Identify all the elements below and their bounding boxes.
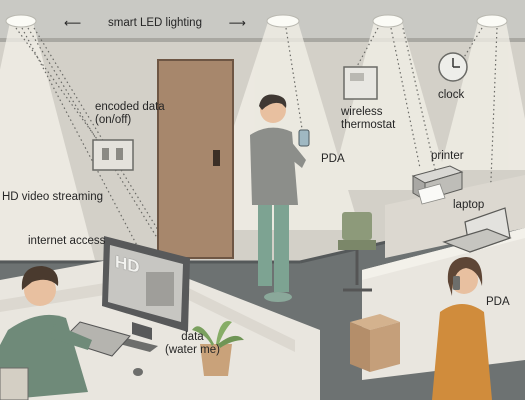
label-printer: printer bbox=[431, 150, 464, 162]
ceiling bbox=[0, 0, 525, 42]
box-front bbox=[370, 322, 400, 372]
standing-person-leg-right bbox=[274, 200, 289, 292]
video-frame bbox=[146, 272, 174, 306]
standing-person-arm bbox=[286, 140, 306, 168]
label-encoded-data: encoded data (on/off) bbox=[95, 101, 165, 127]
light-switch bbox=[92, 139, 134, 171]
printer bbox=[411, 165, 464, 205]
seated-woman bbox=[432, 257, 492, 400]
light-beam-3 bbox=[330, 22, 450, 190]
signal-line-video bbox=[21, 27, 151, 271]
label-internet-access: internet access bbox=[28, 235, 106, 247]
plant-leaf-3 bbox=[218, 335, 244, 348]
signal-line-clock bbox=[457, 27, 483, 68]
label-pda-standing: PDA bbox=[321, 153, 345, 165]
computer-monitor bbox=[102, 236, 190, 352]
switch-toggle-1 bbox=[102, 148, 109, 160]
woman-shirt bbox=[432, 304, 492, 400]
led-light-2 bbox=[266, 14, 300, 28]
label-wireless-line2: thermostat bbox=[341, 119, 396, 131]
arrow-left-icon: ⟵ bbox=[64, 16, 82, 30]
office-chair bbox=[338, 212, 376, 292]
cardboard-box bbox=[350, 314, 400, 372]
signal-line-thermostat bbox=[354, 27, 379, 71]
standing-person-shoe bbox=[264, 292, 292, 302]
standing-person-torso bbox=[250, 127, 298, 205]
standing-person bbox=[250, 94, 310, 302]
switch-toggle-2 bbox=[116, 148, 123, 160]
smart-led-lighting-title: ⟵ smart LED lighting ⟶ bbox=[64, 15, 246, 31]
pda-device-seated bbox=[453, 276, 460, 290]
right-desk-back bbox=[385, 175, 525, 258]
chair-seat bbox=[338, 240, 376, 250]
label-data-line2: (water me) bbox=[165, 344, 220, 356]
light-beam-1 bbox=[0, 22, 95, 260]
man-hair bbox=[21, 266, 59, 290]
label-encoded-data-line2: (on/off) bbox=[95, 114, 132, 126]
plant-leaf-2 bbox=[216, 320, 232, 346]
standing-person-hair bbox=[259, 94, 287, 110]
label-laptop: laptop bbox=[453, 199, 485, 211]
computer-mouse bbox=[133, 368, 143, 376]
pda-device-standing bbox=[298, 129, 310, 147]
led-light-3 bbox=[372, 14, 404, 28]
man-chair bbox=[0, 367, 29, 400]
label-data-line1: data bbox=[181, 331, 204, 343]
label-wireless-line1: wireless bbox=[341, 106, 383, 118]
box-top bbox=[350, 314, 400, 330]
box-side bbox=[350, 322, 370, 372]
led-light-4 bbox=[476, 14, 508, 28]
title-text: smart LED lighting bbox=[108, 17, 202, 29]
laptop-base bbox=[442, 228, 512, 253]
arrow-right-icon: ⟶ bbox=[228, 16, 246, 30]
light-beam-4 bbox=[440, 22, 525, 170]
led-light-1 bbox=[5, 14, 37, 28]
monitor-hd-text: HD bbox=[115, 251, 140, 278]
door bbox=[157, 59, 234, 259]
seated-man bbox=[0, 266, 92, 400]
chair-back bbox=[342, 212, 372, 240]
signal-line-internet bbox=[27, 27, 173, 263]
monitor-stand bbox=[132, 322, 152, 340]
laptop bbox=[442, 207, 512, 253]
plant-pot bbox=[200, 344, 232, 376]
label-pda-seated: PDA bbox=[486, 296, 510, 308]
thermostat-display bbox=[350, 73, 364, 81]
label-data: data (water me) bbox=[165, 331, 220, 357]
signal-line-printer bbox=[390, 27, 421, 169]
wireless-thermostat bbox=[343, 66, 378, 100]
label-hd-video: HD video streaming bbox=[2, 191, 103, 203]
left-desk-edge bbox=[0, 274, 295, 352]
led-lights bbox=[5, 14, 508, 28]
door-handle bbox=[213, 150, 220, 166]
label-wireless-thermostat: wireless thermostat bbox=[341, 106, 395, 132]
light-beams bbox=[0, 22, 525, 260]
man-arm bbox=[50, 324, 92, 350]
plant-leaf-1 bbox=[192, 326, 214, 346]
signal-line-pda bbox=[285, 27, 304, 136]
light-beam-2 bbox=[200, 22, 360, 230]
label-encoded-data-line1: encoded data bbox=[95, 101, 165, 113]
label-clock: clock bbox=[438, 89, 465, 101]
potted-plant bbox=[192, 320, 244, 376]
printer-paper bbox=[417, 183, 446, 205]
standing-person-leg-left bbox=[258, 200, 272, 286]
woman-hair bbox=[447, 257, 483, 296]
